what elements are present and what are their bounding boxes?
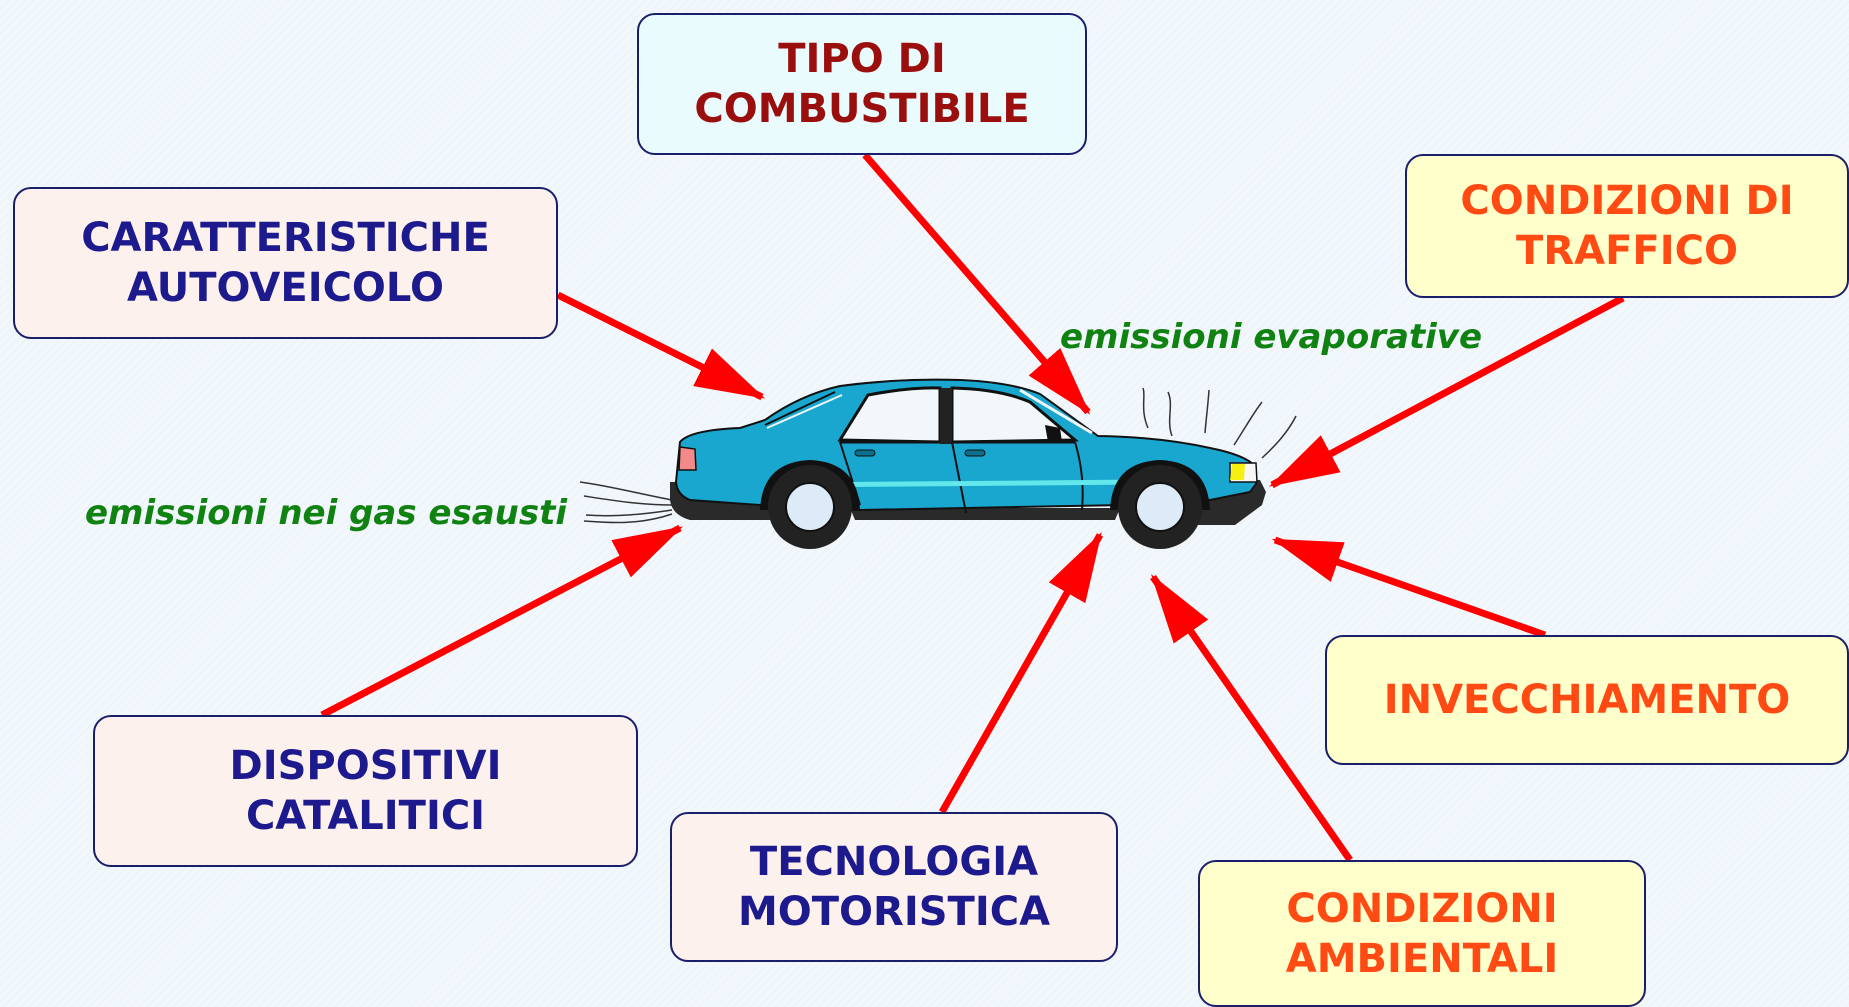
label-emissioni-gas-esausti: emissioni nei gas esausti [85,493,568,533]
car-rear-window [837,386,942,444]
box-tipo-combustibile-line-1: TIPO DI [778,36,946,82]
box-dispositivi-line-2: CATALITICI [245,793,486,839]
evaporation-fumes [1142,387,1297,459]
box-condizioni-ambientali-line-1: CONDIZIONI [1286,885,1558,932]
box-invecchiamento-line-1: INVECCHIAMENTO [1383,677,1791,723]
box-condizioni-ambientali-line-2: AMBIENTALI [1285,935,1559,982]
box-dispositivi-catalitici: DISPOSITIVI CATALITICI [93,715,638,867]
box-tecnologia-line-2: MOTORISTICA [737,889,1051,935]
box-condizioni-traffico-line-2: TRAFFICO [1516,228,1738,274]
label-emissioni-evaporative: emissioni evaporative [1060,317,1483,357]
arrow-dispositivi-catalitici [320,524,684,719]
arrow-caratteristiche-autoveicolo [556,291,766,401]
arrow-condizioni-ambientali [1150,574,1353,862]
box-condizioni-traffico: CONDIZIONI DI TRAFFICO [1405,154,1849,298]
arrow-tipo-combustibile [862,152,1091,415]
car-illustration [670,378,1266,549]
box-caratteristiche-line-1: CARATTERISTICHE [81,215,490,261]
box-condizioni-traffico-line-1: CONDIZIONI DI [1460,178,1794,224]
box-invecchiamento: INVECCHIAMENTO [1325,635,1849,765]
box-tecnologia-line-1: TECNOLOGIA [749,839,1039,885]
arrow-condizioni-traffico [1268,294,1625,489]
arrow-tecnologia-motoristica [938,531,1104,814]
arrow-invecchiamento [1271,536,1547,639]
box-caratteristiche-line-2: AUTOVEICOLO [126,265,444,311]
box-tecnologia-motoristica: TECNOLOGIA MOTORISTICA [670,812,1118,962]
arrows [320,152,1625,862]
box-condizioni-ambientali: CONDIZIONI AMBIENTALI [1198,860,1646,1007]
box-tipo-combustibile-line-2: COMBUSTIBILE [694,86,1030,132]
box-dispositivi-line-1: DISPOSITIVI [229,743,502,789]
box-tipo-combustibile: TIPO DI COMBUSTIBILE [637,13,1087,155]
car-front-window [950,386,1080,444]
exhaust-lines [579,481,673,524]
box-caratteristiche-autoveicolo: CARATTERISTICHE AUTOVEICOLO [13,187,558,339]
